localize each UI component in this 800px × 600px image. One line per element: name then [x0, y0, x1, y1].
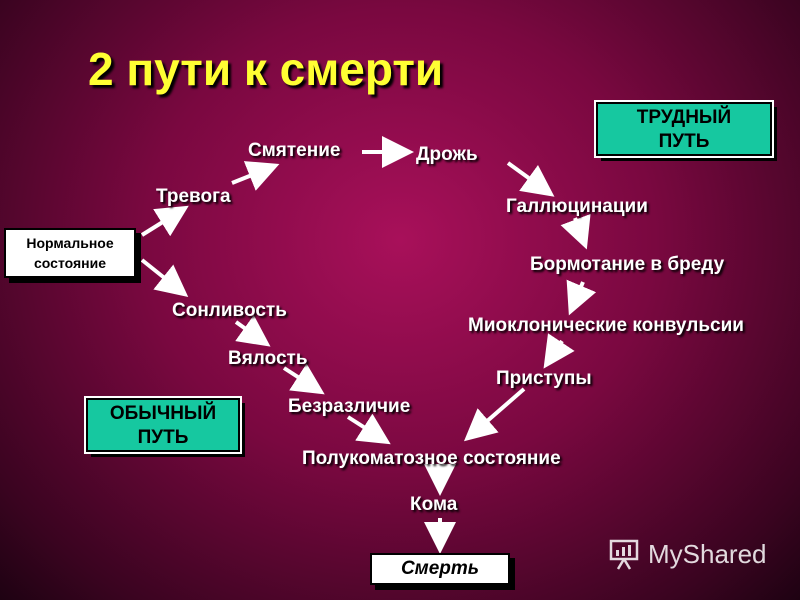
- arrow-start-to-anxiety: [140, 205, 189, 237]
- easy-path-label-line2: ПУТЬ: [137, 427, 189, 448]
- watermark: MyShared: [608, 537, 767, 571]
- arrow-seizures-to-semicoma: [463, 387, 526, 442]
- hard-step-anxiety: Тревога: [156, 186, 231, 207]
- end-step-semicoma: Полукоматозное состояние: [302, 448, 561, 469]
- presentation-icon: [609, 539, 639, 570]
- hard-step-hallucinations: Галлюцинации: [506, 196, 648, 217]
- hard-path-label-box: ТРУДНЫЙ ПУТЬ: [594, 100, 774, 158]
- arrow-apathy-to-semicoma: [346, 413, 391, 445]
- page-title: 2 пути к смерти: [88, 43, 444, 95]
- easy-path-label-box: ОБЫЧНЫЙ ПУТЬ: [84, 396, 242, 454]
- hard-path-label-line2: ПУТЬ: [658, 131, 710, 152]
- death-box: Смерть: [370, 553, 510, 585]
- arrow-anxiety-to-confusion: [231, 161, 280, 191]
- arrow-hallucinations-to-muttering: [560, 213, 591, 250]
- easy-step-apathy: Безразличие: [288, 396, 411, 417]
- arrow-drowsiness-to-lethargy: [234, 315, 271, 347]
- easy-step-drowsiness: Сонливость: [172, 300, 287, 321]
- end-step-death: Смерть: [400, 558, 480, 579]
- arrow-muttering-to-convulsions: [566, 279, 597, 316]
- hard-step-tremor: Дрожь: [416, 144, 478, 165]
- hard-step-confusion: Смятение: [248, 140, 341, 161]
- easy-path-label-line1: ОБЫЧНЫЙ: [109, 403, 217, 424]
- arrow-start-to-drowsiness: [140, 258, 189, 297]
- arrow-tremor-to-hallucinations: [506, 161, 555, 197]
- easy-step-lethargy: Вялость: [228, 348, 308, 369]
- arrow-lethargy-to-apathy: [282, 363, 325, 395]
- hard-step-seizures: Приступы: [496, 368, 592, 389]
- start-state-box: Нормальное состояние: [4, 228, 136, 278]
- arrow-convulsions-to-seizures: [543, 333, 575, 369]
- watermark-text: MyShared: [648, 538, 767, 569]
- hard-path-label-line1: ТРУДНЫЙ: [636, 107, 732, 128]
- hard-step-muttering: Бормотание в бреду: [530, 254, 725, 275]
- hard-step-convulsions: Миоклонические конвульсии: [468, 315, 744, 336]
- start-state-label: Нормальное состояние: [26, 235, 114, 271]
- end-step-coma: Кома: [410, 494, 458, 515]
